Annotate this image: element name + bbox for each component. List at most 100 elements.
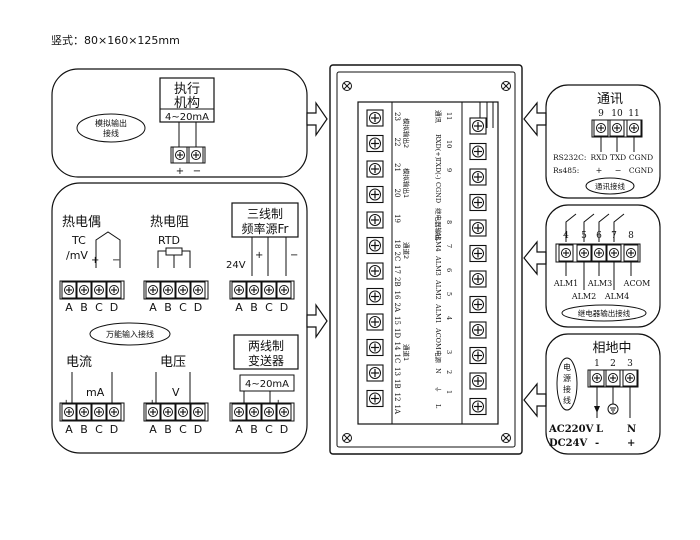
terminal-letter: D (194, 423, 202, 436)
analog-output-oval-line1: 模拟输出 (95, 118, 127, 128)
thermocouple-sub2: /mV (66, 249, 88, 262)
svg-text:源: 源 (563, 374, 571, 383)
terminal-letter: A (235, 423, 243, 436)
svg-text:+: + (596, 166, 603, 175)
device-terminal-left (366, 262, 384, 280)
dc-label: DC24V (549, 438, 588, 449)
device-terminal-right (469, 168, 487, 186)
svg-text:+: + (255, 250, 263, 261)
dimensions-text: 竖式：80×160×125mm (51, 34, 180, 47)
terminal-screw (61, 403, 77, 421)
actuator-title-line2: 机构 (174, 96, 200, 111)
device-terminal-left (366, 160, 384, 178)
device-strip-label: ALM2 (434, 279, 442, 300)
device-strip-label: CGND (434, 182, 442, 203)
device-strip-label: L (434, 404, 442, 409)
relay-panel: 4 5 6 7 8 ALM1 ALM3 ACOM ALM2 ALM4 继电器输出… (545, 204, 661, 328)
analog-output-panel: 模拟输出 接线 执行 机构 4~20mA + − (51, 68, 308, 178)
svg-text:−: − (615, 166, 622, 175)
terminal-screw (261, 403, 277, 421)
terminal-screw (91, 281, 107, 299)
terminal-letter: C (95, 301, 103, 314)
svg-text:接: 接 (563, 384, 571, 394)
svg-text:9: 9 (598, 109, 604, 119)
device-strip-label: ACOM (434, 327, 442, 350)
terminal-screw (76, 403, 92, 421)
svg-text:CGND: CGND (629, 166, 653, 175)
device-terminal-number: 23 (393, 112, 401, 121)
device-terminal-letter: 2C (393, 252, 401, 262)
alm3-label: ALM3 (587, 279, 612, 288)
terminal-letter: B (164, 423, 172, 436)
device-terminal-left (366, 185, 384, 204)
svg-text:线: 线 (563, 395, 571, 405)
terminal-screw (261, 281, 277, 299)
device-strip-label: 继电器输出 (434, 208, 443, 241)
device-terminal-number: 13 (393, 367, 401, 376)
device-terminal-right (469, 142, 487, 161)
communication-oval: 通讯接线 (595, 181, 625, 191)
device-strip-label: 4 (445, 316, 453, 320)
terminal-screw (276, 281, 292, 299)
terminal-letter: D (110, 301, 118, 314)
two-wire-sub: 4~20mA (245, 379, 289, 390)
device-terminal-letter: 1B (393, 379, 401, 389)
terminal-letter: B (250, 301, 258, 314)
three-wire-title-line1: 三线制 (247, 207, 283, 221)
rs232-label: RS232C: (553, 153, 586, 162)
device-terminal-left (366, 236, 384, 255)
thermocouple-title: 热电偶 (62, 215, 101, 230)
device-terminal-right (469, 372, 487, 390)
device-terminal-letter: 2A (393, 303, 401, 313)
svg-text:-: - (595, 438, 599, 449)
device-strip-label: 6 (445, 268, 453, 272)
terminal-screw (160, 403, 176, 421)
device-strip-label: ALM1 (434, 303, 442, 324)
device-terminal-left (366, 134, 384, 153)
terminal-letter: A (149, 423, 157, 436)
device-terminal-number: 14 (393, 342, 401, 351)
terminal-screw (190, 403, 206, 421)
terminal-letter: C (179, 301, 187, 314)
device-strip-label: 5 (445, 292, 453, 296)
device-terminal-right (469, 321, 487, 339)
rtd-title: 热电阻 (150, 215, 189, 230)
device-terminal-left (366, 313, 384, 331)
terminal-letter: A (235, 301, 243, 314)
voltage-title: 电压 (160, 355, 186, 370)
device-terminal-right (469, 270, 487, 288)
terminal-screw (175, 281, 191, 299)
device-terminal-number: 22 (393, 138, 401, 147)
two-wire-title-line2: 变送器 (248, 353, 284, 368)
device-terminal-number: 12 (393, 393, 401, 402)
svg-text:−: − (290, 250, 298, 261)
rs485-label: Rs485: (553, 166, 579, 175)
universal-input-panel: 万能输入接线 热电偶 TC /mV + − 热电阻 RTD 三线制 频率源Fr … (51, 182, 308, 454)
channel-2-label: 通道2 (402, 242, 411, 259)
svg-text:TXD: TXD (610, 153, 626, 162)
alm4-label: ALM4 (604, 292, 629, 301)
minus-label: − (193, 166, 201, 177)
device-strip-label: ALM3 (434, 255, 442, 276)
device-strip-label: 通讯 (434, 110, 443, 124)
device-strip-label: 8 (445, 220, 453, 224)
device-terminal-left (366, 338, 384, 357)
device-strip-label: 电源 (434, 350, 443, 364)
power-title: 相地中 (592, 341, 631, 356)
terminal-letter: A (65, 423, 73, 436)
device-strip-label: 2 (445, 370, 453, 374)
terminal-screw (145, 281, 161, 299)
terminal-screw (190, 281, 206, 299)
device-strip-label: ALM4 (434, 231, 442, 252)
plus-label: + (176, 166, 184, 177)
two-wire-title-line1: 两线制 (248, 339, 284, 353)
device-terminal-left (366, 389, 384, 408)
thermocouple-sub1: TC (71, 234, 86, 247)
actuator-title-line1: 执行 (174, 82, 200, 97)
terminal-screw (175, 403, 191, 421)
svg-text:RXD: RXD (591, 153, 608, 162)
